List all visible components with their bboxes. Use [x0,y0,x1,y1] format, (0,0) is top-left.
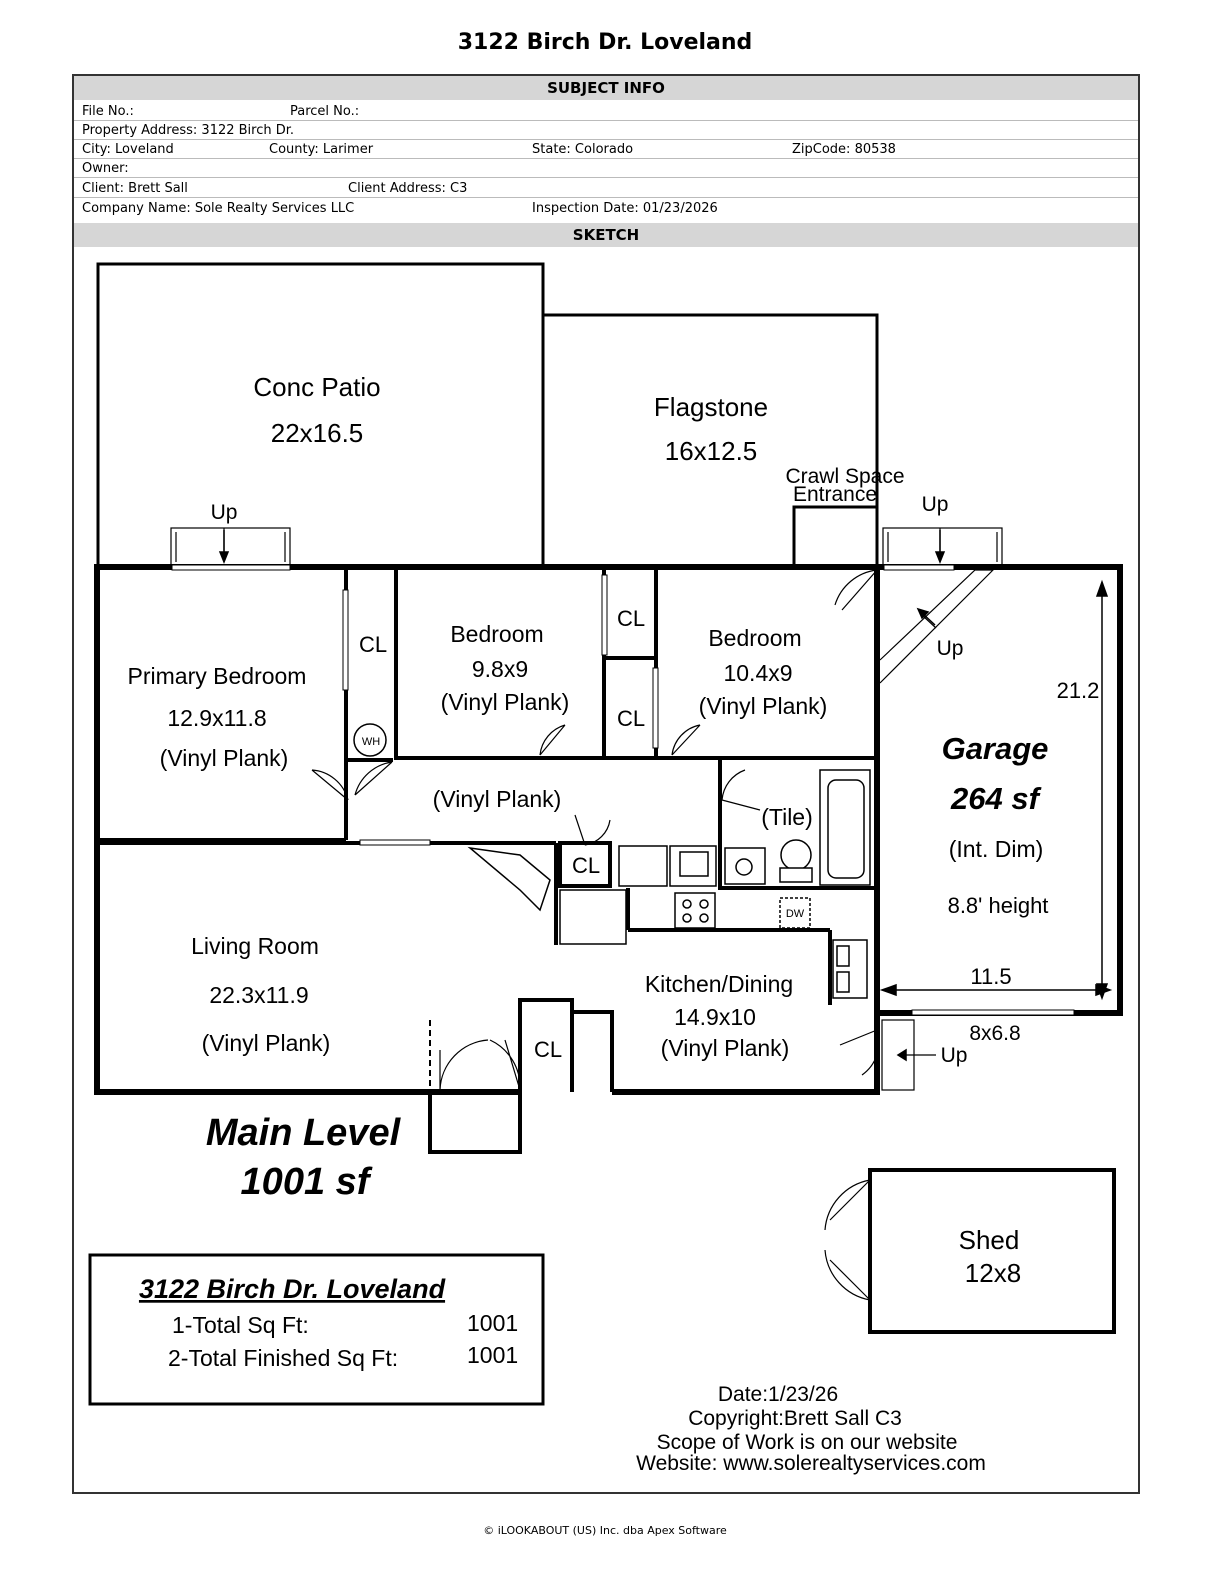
living-room-floor: (Vinyl Plank) [202,1030,331,1056]
side-up-label: Up [941,1044,968,1067]
parcel-no: Parcel No.: [290,104,360,119]
summary-box [88,1253,545,1406]
info-row-owner: Owner: [74,159,1138,178]
shed-dims: 12x8 [965,1258,1021,1288]
summary-total-label: 1-Total Sq Ft: [172,1312,309,1338]
client: Client: Brett Sall [82,181,188,196]
zipcode: ZipCode: 80538 [792,142,896,157]
client-address: Client Address: C3 [348,181,468,196]
wh-label: WH [362,736,380,748]
cl-bedroom1: CL [617,606,645,631]
toilet-icon [780,839,812,871]
main-level-area: 1001 sf [241,1161,373,1203]
garage-height: 8.8' height [948,893,1049,918]
garage-label: Garage [942,731,1049,766]
dishwasher-icon [779,897,811,929]
garage-width: 11.5 [970,964,1011,989]
bedroom2-floor: (Vinyl Plank) [699,693,828,719]
primary-bedroom-dims: 12.9x11.8 [167,705,266,731]
floor-plan-sketch: Conc Patio 22x16.5 Flagstone 16x12.5 Cra… [88,262,1123,1475]
credits-date: Date:1/23/26 [718,1383,838,1406]
page-title: 3122 Birch Dr. Loveland [457,30,753,55]
flagstone-outline [543,313,879,567]
county: County: Larimer [269,142,374,157]
garage-up-label: Up [922,493,949,516]
living-room-label: Living Room [191,933,319,959]
garage-area: 264 sf [950,781,1042,816]
crawl-space-label: Crawl Space [785,465,904,488]
main-level-outline [94,564,880,1095]
primary-bedroom-label: Primary Bedroom [128,663,307,689]
shed-outline [868,1168,1116,1334]
bedroom1-floor: (Vinyl Plank) [441,689,570,715]
city: City: Loveland [82,142,174,157]
flagstone-dims: 16x12.5 [665,436,758,466]
hall-floor: (Vinyl Plank) [433,786,562,812]
info-row-file: File No.: Parcel No.: [74,102,1138,121]
report-frame [72,74,1140,1494]
info-row-location: City: Loveland County: Larimer State: Co… [74,140,1138,159]
water-heater-icon [353,723,387,757]
flagstone-label: Flagstone [654,392,768,422]
inspection-date: Inspection Date: 01/23/2026 [532,201,718,216]
conc-patio-outline [96,262,545,569]
credits-copyright: Copyright:Brett Sall C3 [688,1407,902,1430]
credits-website: Website: www.solerealtyservices.com [636,1452,986,1475]
bedroom1-label: Bedroom [450,621,543,647]
footer-copyright: © iLOOKABOUT (US) Inc. dba Apex Software [483,1524,727,1537]
cl-hall-box [558,841,612,888]
patio-up-label: Up [211,501,238,524]
conc-patio-dims: 22x16.5 [271,418,364,448]
living-room-dims: 22.3x11.9 [209,982,308,1008]
dw-label: DW [786,908,805,920]
garage-stair-up-label: Up [937,637,964,660]
primary-bedroom-floor: (Vinyl Plank) [160,745,289,771]
patio-step-outline [170,527,291,567]
conc-patio-label: Conc Patio [253,372,380,402]
bedroom2-label: Bedroom [708,625,801,651]
bedroom2-dims: 10.4x9 [723,660,792,686]
info-row-address: Property Address: 3122 Birch Dr. [74,121,1138,140]
crawl-space-outline [792,505,879,569]
bedroom1-dims: 9.8x9 [472,656,528,682]
subject-info-header: SUBJECT INFO [74,76,1138,100]
cl-hall: CL [572,853,600,878]
step-dims-label: 8x6.8 [969,1022,1020,1045]
kitchen-label: Kitchen/Dining [645,971,793,997]
bath-floor: (Tile) [761,804,813,830]
garage-step-outline [882,527,1003,567]
front-stoop [428,1092,522,1154]
kitchen-floor: (Vinyl Plank) [661,1035,790,1061]
fireplace-icon [467,846,551,912]
credits-scope: Scope of Work is on our website [657,1431,958,1454]
owner: Owner: [82,161,129,176]
crawl-space-label-2: Entrance [793,483,877,506]
kitchen-dims: 14.9x10 [674,1004,756,1030]
file-no: File No.: [82,104,134,119]
info-row-company: Company Name: Sole Realty Services LLC I… [74,199,1138,218]
cl-primary: CL [359,632,387,657]
main-level-label: Main Level [206,1112,402,1154]
company-name: Company Name: Sole Realty Services LLC [82,201,355,216]
shed-label: Shed [959,1225,1020,1255]
summary-total-value: 1001 [467,1310,518,1336]
summary-title: 3122 Birch Dr. Loveland [139,1274,446,1304]
summary-finished-label: 2-Total Finished Sq Ft: [168,1345,398,1371]
stove-icon [674,892,716,929]
summary-finished-value: 1001 [467,1342,518,1368]
sketch-header: SKETCH [74,223,1138,247]
property-address: Property Address: 3122 Birch Dr. [82,123,295,138]
cl-entry: CL [534,1037,562,1062]
cl-bedroom2: CL [617,706,645,731]
info-row-client: Client: Brett Sall Client Address: C3 [74,179,1138,198]
garage-note: (Int. Dim) [949,836,1044,862]
garage-depth: 21.2 [1057,678,1100,703]
cl-entry-box [518,998,574,1092]
state: State: Colorado [532,142,634,157]
